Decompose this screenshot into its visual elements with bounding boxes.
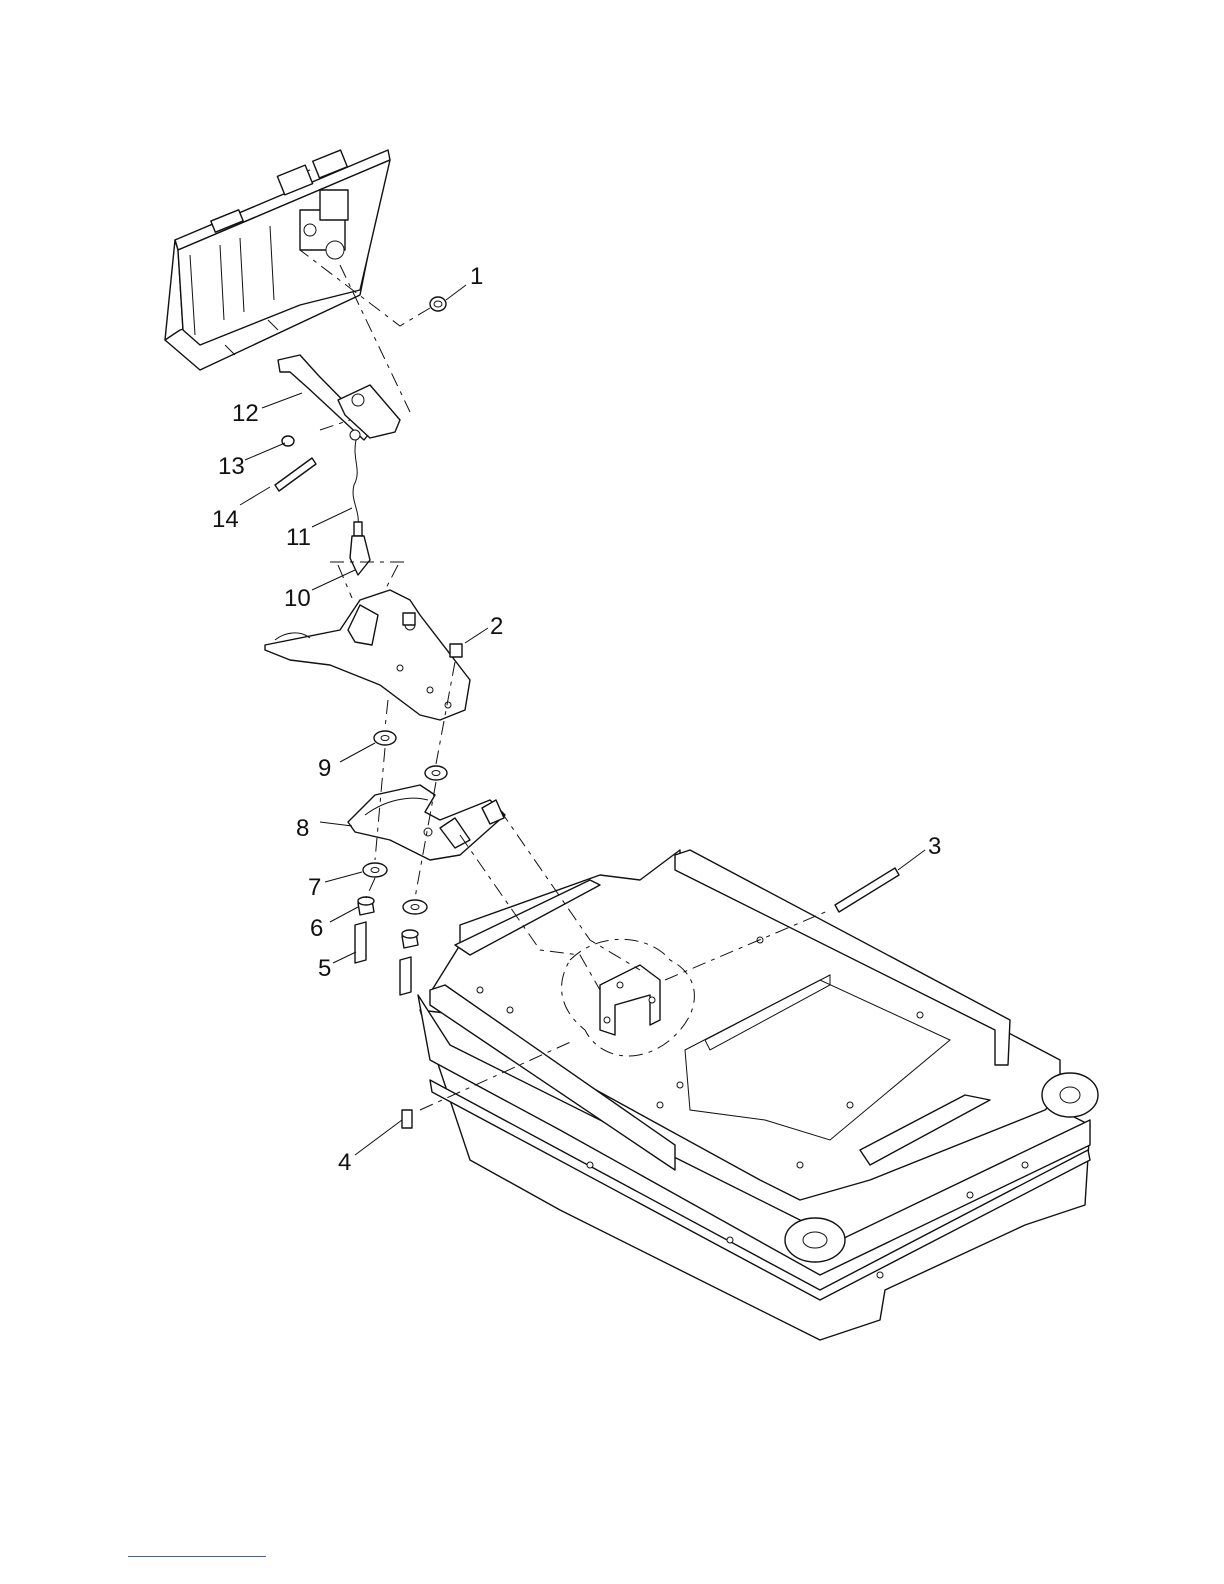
callout-12: 12 — [232, 400, 259, 427]
callout-6: 6 — [310, 915, 323, 942]
callout-1: 1 — [470, 263, 483, 290]
callout-13: 13 — [218, 453, 245, 480]
callout-11: 11 — [286, 524, 311, 551]
nut-part-1 — [430, 297, 446, 311]
footer-link-rule[interactable] — [128, 1556, 266, 1557]
washers-part-9 — [374, 731, 447, 780]
lever-arm — [278, 355, 400, 440]
pin-part-3 — [835, 868, 899, 912]
nut-part-13 — [282, 436, 294, 446]
pin-part-14 — [275, 458, 316, 491]
machine-base — [418, 850, 1098, 1340]
callout-2: 2 — [490, 613, 503, 640]
callout-5: 5 — [318, 955, 331, 982]
control-panel-housing — [165, 150, 390, 370]
callout-8: 8 — [296, 815, 309, 842]
bracket-part-8 — [348, 785, 505, 860]
clip-part-4 — [402, 1110, 412, 1128]
callout-10: 10 — [284, 585, 311, 612]
callout-14: 14 — [212, 506, 239, 533]
callout-4: 4 — [338, 1149, 351, 1176]
callout-7: 7 — [308, 874, 321, 901]
callout-3: 3 — [928, 833, 941, 860]
callout-9: 9 — [318, 755, 331, 782]
cable-part-11 — [350, 440, 370, 575]
